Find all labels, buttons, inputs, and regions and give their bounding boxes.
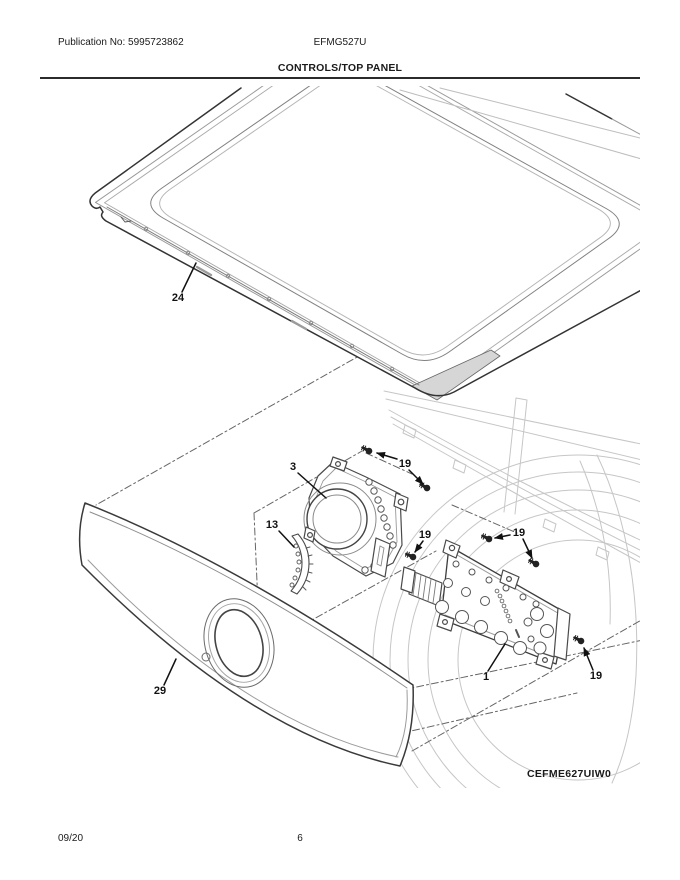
footer-page-number: 6 — [297, 833, 303, 844]
resistor-strip-drawing — [289, 533, 314, 595]
top-panel-drawing — [89, 86, 640, 401]
cabinet-ghost-drawing — [372, 390, 640, 788]
diagram-code: CEFME627UIW0 — [527, 768, 611, 780]
timer-drawing — [303, 456, 409, 578]
footer-date: 09/20 — [58, 833, 84, 844]
control-board-drawing — [400, 539, 571, 670]
knob-hole — [203, 598, 275, 688]
callout-label-19-top: 19 — [399, 458, 411, 470]
callout-label-19-mid-right: 19 — [513, 527, 525, 539]
callout-label-13: 13 — [266, 519, 278, 531]
screw-icon — [479, 531, 494, 544]
model-number: EFMG527U — [313, 37, 367, 48]
callout-label-19-bottom: 19 — [590, 670, 602, 682]
control-panel-drawing — [78, 502, 414, 767]
callout-label-24: 24 — [172, 292, 185, 304]
screw-icon — [417, 480, 433, 494]
callout-label-29: 29 — [154, 685, 166, 697]
callout-labels: 24 3 19 13 19 19 1 19 29 CEFME627UIW0 — [154, 292, 611, 780]
leader-lines — [163, 262, 594, 686]
callout-label-3: 3 — [290, 461, 296, 473]
publication-number: Publication No: 5995723862 — [58, 37, 184, 48]
callout-label-19-mid-left: 19 — [419, 529, 431, 541]
page-title: CONTROLS/TOP PANEL — [277, 62, 403, 74]
screw-icon — [571, 633, 586, 646]
callout-label-1: 1 — [483, 671, 489, 683]
title-rule — [40, 77, 640, 79]
screw-icon — [526, 556, 542, 570]
